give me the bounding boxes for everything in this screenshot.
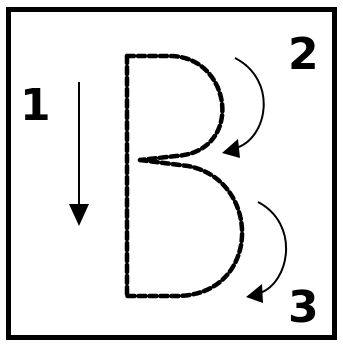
dashed-letter-b [124,53,245,299]
lower-bowl-stroke [124,157,245,299]
step-number-2: 2 [288,29,319,80]
arrow-down-icon [69,82,89,226]
curved-arrow-clockwise-icon [222,57,265,158]
upper-bowl-stroke [124,53,225,163]
step-number-3: 3 [288,282,319,333]
worksheet-frame [6,7,337,340]
curved-arrow-clockwise-icon [246,201,287,303]
step-number-1: 1 [20,80,51,131]
